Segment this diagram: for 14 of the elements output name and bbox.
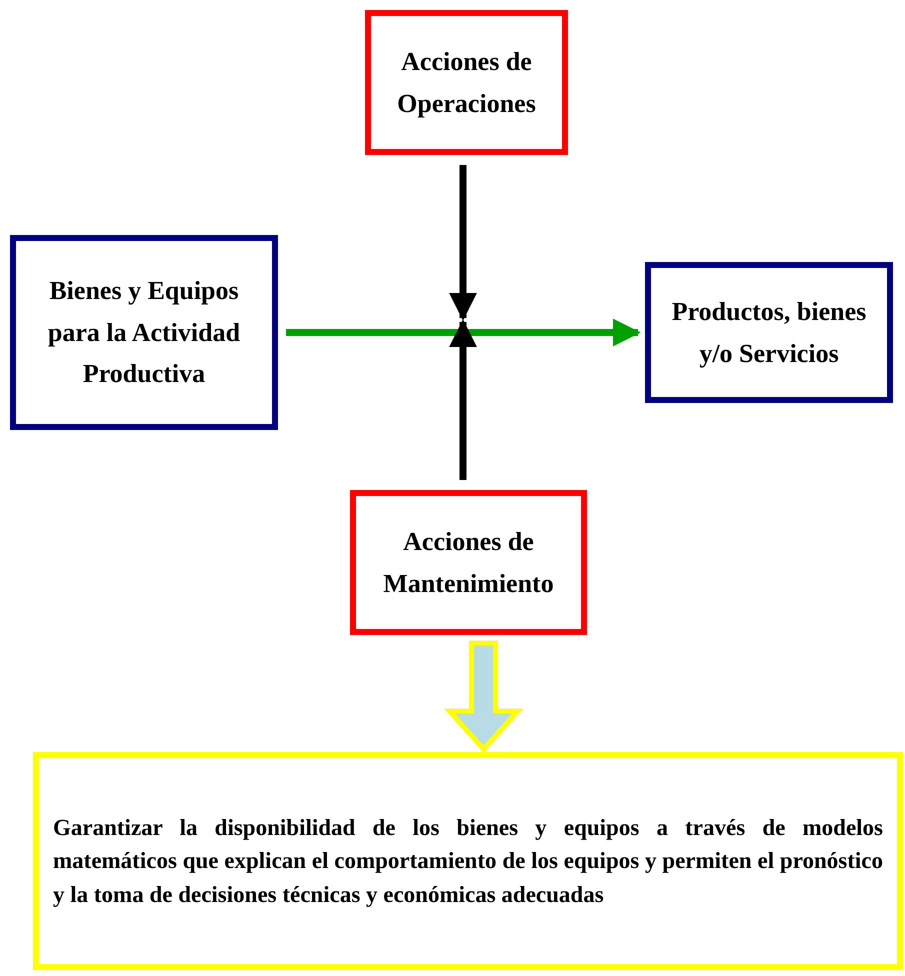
text-box xyxy=(365,10,568,155)
text-box xyxy=(33,752,903,970)
arrow xyxy=(286,318,641,346)
node-label: Bienes y Equipos para la Actividad Productiva xyxy=(46,275,242,390)
text-box xyxy=(645,262,893,403)
node-label: Garantizar la disponibilidad de los bienes y equipos a través de modelos matemáticos que explican el comportamiento de los equipos y permiten el pronóstico y la toma de decisiones técnicas y económicas adecuadas xyxy=(53,814,883,909)
text-box xyxy=(10,235,278,430)
arrow xyxy=(449,319,477,480)
text-box xyxy=(350,490,587,635)
node-label: Acciones de Mantenimiento xyxy=(382,526,555,600)
node-label: Acciones de Operaciones xyxy=(396,46,537,120)
block-arrow xyxy=(444,640,524,753)
arrow xyxy=(449,165,477,321)
node-label: Productos, bienes y/o Servicios xyxy=(670,296,868,370)
